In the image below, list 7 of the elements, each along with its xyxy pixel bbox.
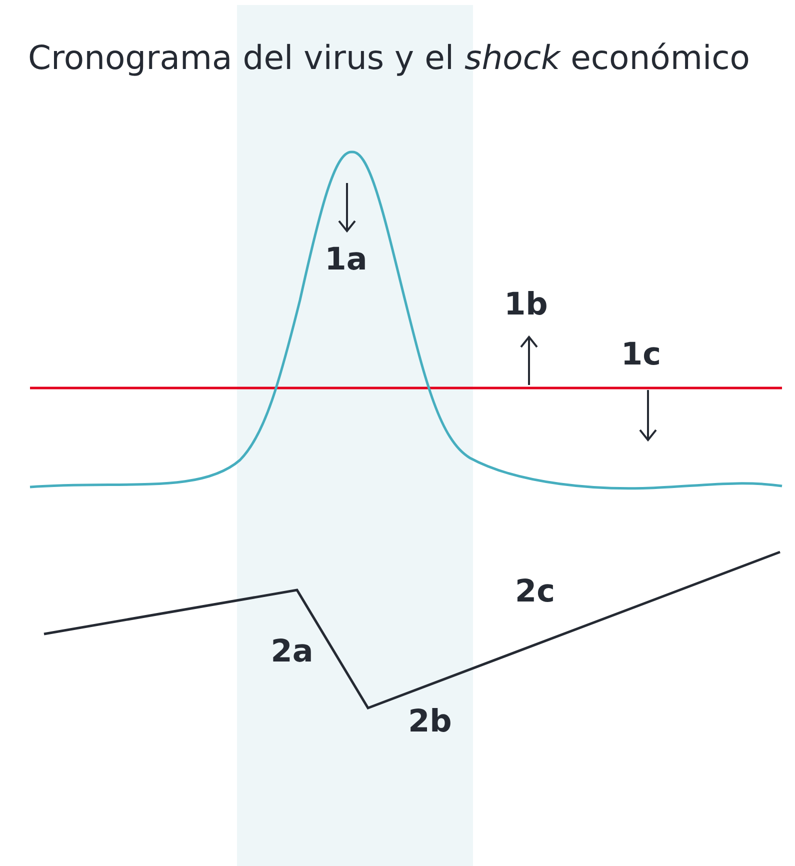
callout-label: 1b	[504, 290, 548, 320]
callout-label: 2a	[270, 636, 314, 668]
callout-label: 2b	[408, 706, 452, 738]
callout-label: 1a	[324, 244, 368, 276]
callout-label: 2c	[515, 576, 555, 608]
chart-title: Cronograma del virus y el shock económico	[28, 38, 750, 77]
callout-label: 1c	[621, 340, 661, 370]
